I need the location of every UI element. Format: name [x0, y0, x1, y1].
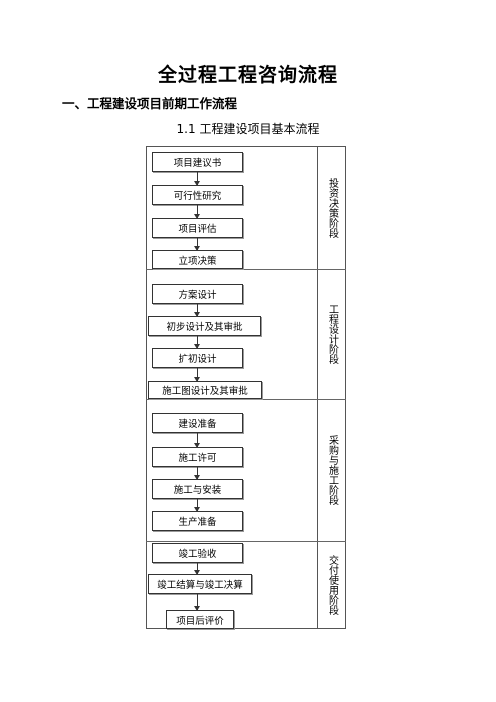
flow-step-box: 施工许可: [152, 447, 243, 467]
flow-arrow: [194, 499, 200, 512]
flow-step-box: 扩初设计: [152, 348, 243, 368]
flow-step-box: 竣工验收: [152, 543, 243, 563]
flow-arrow: [194, 594, 200, 611]
stage-label: 投资决策阶段: [326, 178, 338, 238]
flow-step-box: 施工与安装: [152, 479, 243, 499]
flow-step-box: 生产准备: [152, 511, 243, 531]
stage-label: 采购与施工阶段: [326, 435, 338, 505]
flow-step-box: 方案设计: [152, 284, 243, 304]
flow-arrow: [194, 563, 200, 575]
flow-step-box: 立项决策: [152, 250, 243, 269]
flow-arrow: [194, 368, 200, 382]
flow-step-box: 项目后评价: [166, 610, 234, 629]
flow-step-box: 初步设计及其审批: [148, 316, 261, 336]
stage-separator: [146, 399, 346, 400]
subsection-heading: 1.1 工程建设项目基本流程: [176, 122, 320, 136]
flow-step-box: 竣工结算与竣工决算: [148, 574, 252, 594]
flow-arrow: [194, 467, 200, 480]
flow-arrow: [194, 304, 200, 317]
flow-step-box: 建设准备: [152, 413, 243, 433]
flow-step-box: 可行性研究: [152, 185, 243, 205]
flow-step-box: 项目评估: [152, 218, 243, 238]
flow-step-box: 施工图设计及其审批: [148, 381, 262, 399]
stage-separator: [146, 269, 346, 270]
flow-arrow: [194, 433, 200, 448]
document-title: 全过程工程咨询流程: [157, 64, 338, 86]
stage-label: 工程设计阶段: [326, 304, 338, 364]
flow-arrow: [194, 205, 200, 219]
stage-separator: [146, 541, 346, 542]
section-heading: 一、工程建设项目前期工作流程: [62, 96, 238, 111]
stage-column-divider: [317, 146, 318, 629]
flow-arrow: [194, 172, 200, 186]
flowchart-frame: [146, 146, 346, 629]
flow-step-box: 项目建议书: [152, 152, 243, 172]
flow-arrow: [194, 336, 200, 349]
flow-arrow: [194, 238, 200, 251]
stage-label: 交付使用阶段: [326, 555, 338, 615]
